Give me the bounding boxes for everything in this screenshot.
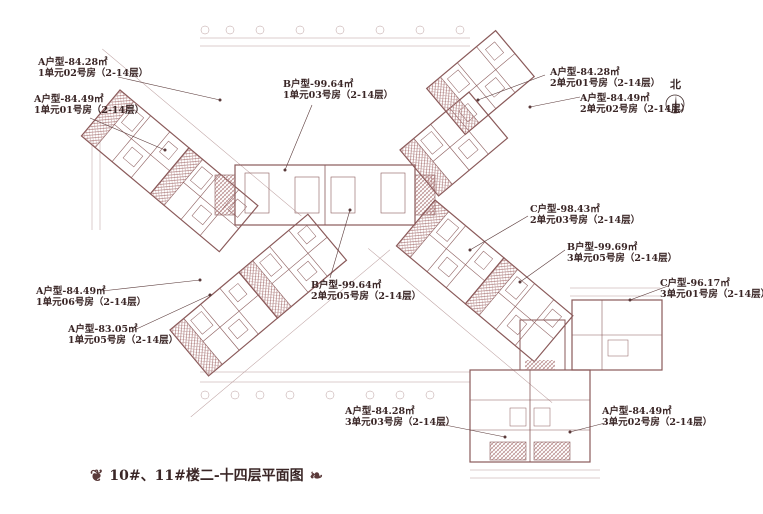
wing-connector <box>519 319 566 371</box>
unit-type: C户型-96.17㎡ <box>660 278 730 289</box>
unit-room: 1单元01号房（2-14层） <box>34 105 145 116</box>
wing-unit2-long <box>368 199 574 403</box>
unit-type: A户型-84.28㎡ <box>550 67 620 78</box>
unit-type: A户型-83.05㎡ <box>68 324 138 335</box>
north-label: 北 <box>670 78 681 91</box>
unit-type: A户型-84.49㎡ <box>580 93 650 104</box>
leader-lines <box>89 74 669 439</box>
unit-room: 3单元05号房（2-14层） <box>567 253 678 264</box>
drawing-title-text: 10#、11#楼二-十四层平面图 <box>109 468 304 484</box>
wing-unit2-upper <box>399 30 535 197</box>
unit-type: A户型-84.28㎡ <box>345 406 415 417</box>
unit-room: 3单元02号房（2-14层） <box>602 417 713 428</box>
unit-type: A户型-84.49㎡ <box>34 94 104 105</box>
unit-type: A户型-84.28㎡ <box>38 57 108 68</box>
unit-room: 3单元03号房（2-14层） <box>345 417 456 428</box>
unit-type: A户型-84.49㎡ <box>36 286 106 297</box>
unit-type: C户型-98.43㎡ <box>530 204 600 215</box>
unit3-01-block <box>571 299 663 371</box>
unit-type: B户型-99.64㎡ <box>283 79 354 90</box>
north-arrow-icon <box>665 94 685 114</box>
wing-unit1-upper <box>80 48 302 253</box>
unit-room: 1单元05号房（2-14层） <box>68 335 179 346</box>
unit-room: 2单元03号房（2-14层） <box>530 215 641 226</box>
ornament-left-icon: ❦ <box>90 465 104 485</box>
unit-room: 2单元02号房（2-14层） <box>580 104 691 115</box>
center-block <box>214 164 436 226</box>
unit3-bottom-block <box>469 369 591 463</box>
drawing-title: ❦ 10#、11#楼二-十四层平面图 ❧ <box>90 465 323 485</box>
unit-room: 1单元06号房（2-14层） <box>36 297 147 308</box>
unit-room: 2单元01号房（2-14层） <box>550 78 661 89</box>
unit-room: 1单元02号房（2-14层） <box>38 68 149 79</box>
unit-room: 3单元01号房（2-14层） <box>660 289 763 300</box>
unit-room: 2单元05号房（2-14层） <box>311 291 422 302</box>
wing-unit1-lower <box>169 213 391 418</box>
grid-bubbles-top <box>200 25 465 400</box>
ornament-right-icon: ❧ <box>309 465 324 485</box>
unit-type: B户型-99.64㎡ <box>311 280 382 291</box>
dimension-lines-top <box>91 37 660 479</box>
unit-type: B户型-99.69㎡ <box>567 242 638 253</box>
unit-type: A户型-84.49㎡ <box>602 406 672 417</box>
unit-room: 1单元03号房（2-14层） <box>283 90 394 101</box>
